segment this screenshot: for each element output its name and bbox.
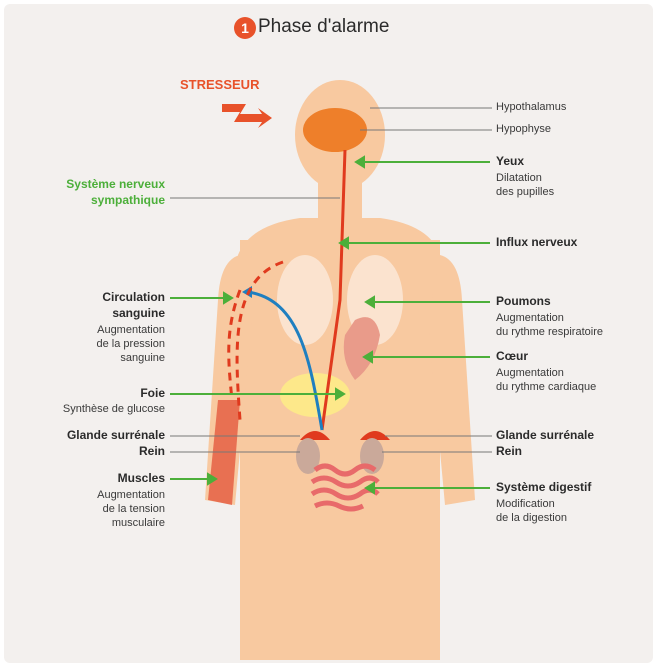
label-hypothalamus: Hypothalamus	[496, 101, 566, 114]
label-poumons-desc2: du rythme respiratoire	[496, 326, 603, 339]
page-title: Phase d'alarme	[258, 16, 389, 38]
label-yeux: Yeux	[496, 155, 524, 168]
label-yeux-desc2: des pupilles	[496, 186, 554, 199]
label-muscles-desc2: de la tension	[103, 503, 165, 516]
brain	[303, 108, 367, 152]
label-poumons-desc1: Augmentation	[496, 312, 564, 325]
label-rein-right: Rein	[496, 445, 522, 458]
label-foie: Foie	[140, 387, 165, 400]
body-silhouette	[205, 80, 475, 660]
label-muscles: Muscles	[118, 472, 165, 485]
label-circulation-2: sanguine	[112, 307, 165, 320]
label-muscles-desc3: musculaire	[112, 517, 165, 530]
label-rein-left: Rein	[139, 445, 165, 458]
label-coeur-desc1: Augmentation	[496, 367, 564, 380]
label-snp-1: Système nerveux	[66, 178, 165, 191]
label-circulation-desc2: de la pression	[97, 338, 166, 351]
label-circulation-desc3: sanguine	[120, 352, 165, 365]
label-yeux-desc1: Dilatation	[496, 172, 542, 185]
label-coeur-desc2: du rythme cardiaque	[496, 381, 596, 394]
label-poumons: Poumons	[496, 295, 551, 308]
phase-number-badge: 1	[234, 17, 256, 39]
label-foie-desc: Synthèse de glucose	[63, 403, 165, 416]
label-influx: Influx nerveux	[496, 236, 577, 249]
label-surrenale-right: Glande surrénale	[496, 429, 594, 442]
label-digestif-desc1: Modification	[496, 498, 555, 511]
stressor-label: STRESSEUR	[180, 78, 259, 91]
label-snp-2: sympathique	[91, 194, 165, 207]
label-digestif: Système digestif	[496, 481, 591, 494]
label-muscles-desc1: Augmentation	[97, 489, 165, 502]
label-surrenale-left: Glande surrénale	[67, 429, 165, 442]
label-circulation-desc1: Augmentation	[97, 324, 165, 337]
label-digestif-desc2: de la digestion	[496, 512, 567, 525]
stressor-arrow	[222, 104, 272, 128]
label-coeur: Cœur	[496, 350, 528, 363]
label-circulation-1: Circulation	[102, 291, 165, 304]
label-hypophyse: Hypophyse	[496, 123, 551, 136]
